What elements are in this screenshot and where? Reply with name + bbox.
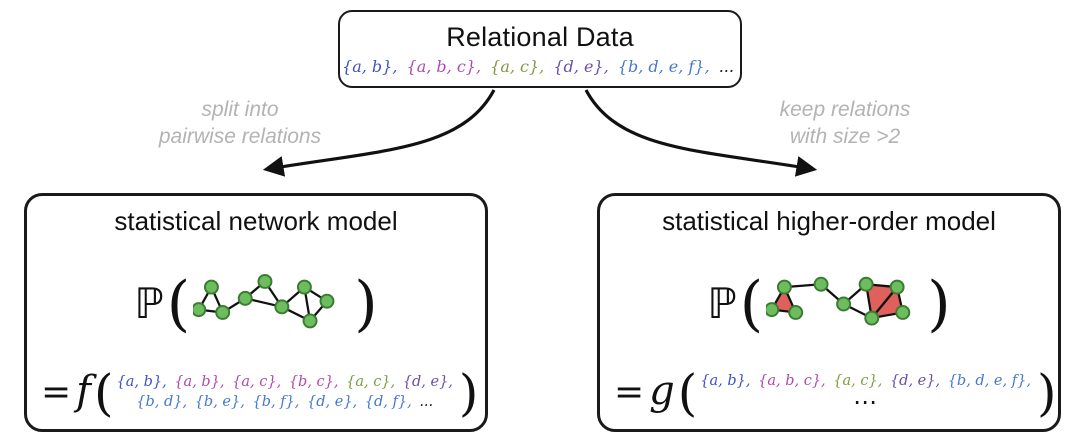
higher-order-graph-illustration (766, 276, 911, 326)
higher-order-function-expression: = g ( {a, b}, {a, b, c}, {a, c}, {d, e},… (612, 363, 1056, 422)
open-paren: ( (166, 268, 191, 339)
set-item: {a, c}, (833, 373, 883, 390)
open-paren: ( (739, 268, 764, 339)
set-item: {b, d}, (136, 394, 188, 410)
blackboard-p-symbol: ℙ (707, 279, 737, 328)
set-item: {a, c}, (490, 57, 545, 76)
equals-sign: = (614, 372, 645, 413)
set-item: {a, b}, (174, 374, 225, 391)
right-arrow-label-line2: with size >2 (789, 125, 901, 149)
set-item: {b, d, e, f}, (617, 57, 710, 76)
higher-order-model-box: statistical higher-order model ℙ ( (597, 193, 1061, 432)
function-f-symbol: f (76, 368, 91, 414)
set-item: {d, e}, (307, 394, 358, 410)
set-item: {a, b, c}, (758, 373, 826, 390)
relational-data-box: Relational Data {a, b}, {a, b, c}, {a, c… (338, 10, 742, 88)
function-args: {a, b}, {a, b, c}, {a, c}, {d, e}, {b, d… (700, 372, 1034, 413)
open-paren: ( (677, 363, 698, 422)
network-model-title: statistical network model (114, 206, 398, 236)
network-probability-expression: ℙ ( (134, 273, 377, 335)
close-paren: ) (1036, 363, 1057, 422)
close-paren: ) (458, 363, 479, 422)
left-arrow-label: split into pairwise relations (110, 96, 370, 151)
graph-nodes (766, 276, 911, 326)
set-item: {a, b, c}, (406, 57, 482, 76)
set-item: {a, b}, (700, 373, 751, 390)
function-g-symbol: g (649, 368, 675, 414)
right-arrow-label: keep relations with size >2 (712, 96, 978, 151)
set-item: {b, c}, (288, 374, 339, 391)
left-arrow-label-line2: pairwise relations (158, 125, 322, 149)
set-item: {b, f}, (252, 394, 300, 410)
set-item: {d, e}, (402, 374, 453, 391)
set-item: ... (718, 57, 734, 76)
set-item: {d, e}, (889, 373, 941, 390)
args-line-1: {a, b}, {a, b, c}, {a, c}, {d, e}, {b, d… (700, 372, 1034, 392)
network-model-box: statistical network model ℙ ( (24, 193, 488, 432)
set-item: ... (419, 394, 434, 410)
set-item: {d, e}, (553, 57, 609, 76)
equals-sign: = (41, 372, 72, 413)
args-line-1: {a, b}, {a, b}, {a, c}, {b, c}, {a, c}, … (117, 373, 456, 393)
relational-data-title: Relational Data (446, 22, 634, 52)
set-item: {a, c}, (232, 374, 282, 391)
higher-order-model-title: statistical higher-order model (662, 206, 996, 236)
right-arrow-label-line1: keep relations (779, 98, 911, 121)
open-paren: ( (93, 363, 114, 422)
set-item: {b, d, e, f}, (947, 373, 1031, 390)
ellipsis-dots: ⋯ (853, 387, 882, 416)
blackboard-p-symbol: ℙ (134, 279, 164, 328)
close-paren: ) (927, 268, 951, 339)
function-args: {a, b}, {a, b}, {a, c}, {b, c}, {a, c}, … (117, 373, 456, 412)
graph-nodes (193, 273, 335, 329)
set-item: {b, e}, (194, 394, 245, 410)
filled-simplices (770, 283, 905, 321)
set-item: {a, b}, (116, 374, 167, 391)
set-item: {a, c}, (346, 374, 396, 391)
args-line-2: {b, d}, {b, e}, {b, f}, {d, e}, {d, f}, … (136, 393, 436, 413)
set-item: {d, f}, (364, 394, 412, 410)
left-arrow-label-line1: split into (201, 98, 279, 121)
relational-data-sets: {a, b}, {a, b, c}, {a, c}, {d, e}, {b, d… (342, 57, 738, 76)
network-graph-illustration (193, 273, 335, 329)
close-paren: ) (354, 268, 378, 339)
set-item: {a, b}, (342, 57, 398, 76)
higher-order-probability-expression: ℙ ( (707, 273, 950, 335)
network-function-expression: = f ( {a, b}, {a, b}, {a, c}, {b, c}, {a… (39, 363, 478, 422)
